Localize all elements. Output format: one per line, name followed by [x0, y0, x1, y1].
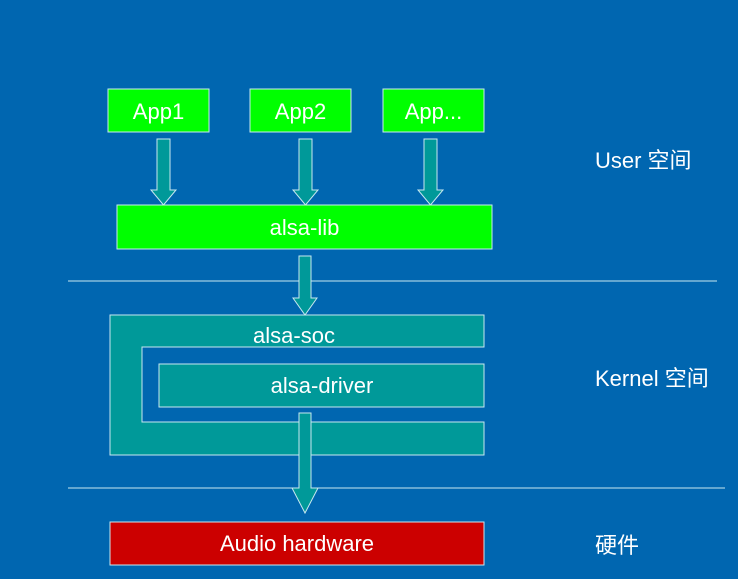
app1-label: App1 [133, 99, 184, 124]
app1-box: App1 [107, 88, 210, 133]
alsa-driver-label: alsa-driver [271, 373, 374, 398]
alsa-lib-box: alsa-lib [116, 204, 493, 250]
arrow-down-icon [416, 138, 445, 206]
app2-box: App2 [249, 88, 352, 133]
alsa-soc-label: alsa-soc [253, 323, 335, 348]
arrow-down-icon [292, 255, 318, 316]
arrow-down-icon [291, 412, 319, 515]
hardware-label: 硬件 [595, 533, 639, 558]
alsa-driver-box: alsa-driver [158, 363, 485, 408]
arrow-down-icon [291, 138, 320, 206]
alsa-lib-label: alsa-lib [270, 215, 340, 240]
alsa-soc-box: alsa-soc [109, 314, 485, 456]
user-space-label: User 空间 [595, 148, 692, 173]
arrow-down-icon [149, 138, 178, 206]
app-more-box: App... [382, 88, 485, 133]
audio-hardware-label: Audio hardware [220, 531, 374, 556]
kernel-space-label: Kernel 空间 [595, 366, 709, 391]
audio-hardware-box: Audio hardware [109, 521, 485, 566]
app2-label: App2 [275, 99, 326, 124]
app-more-label: App... [405, 99, 462, 124]
